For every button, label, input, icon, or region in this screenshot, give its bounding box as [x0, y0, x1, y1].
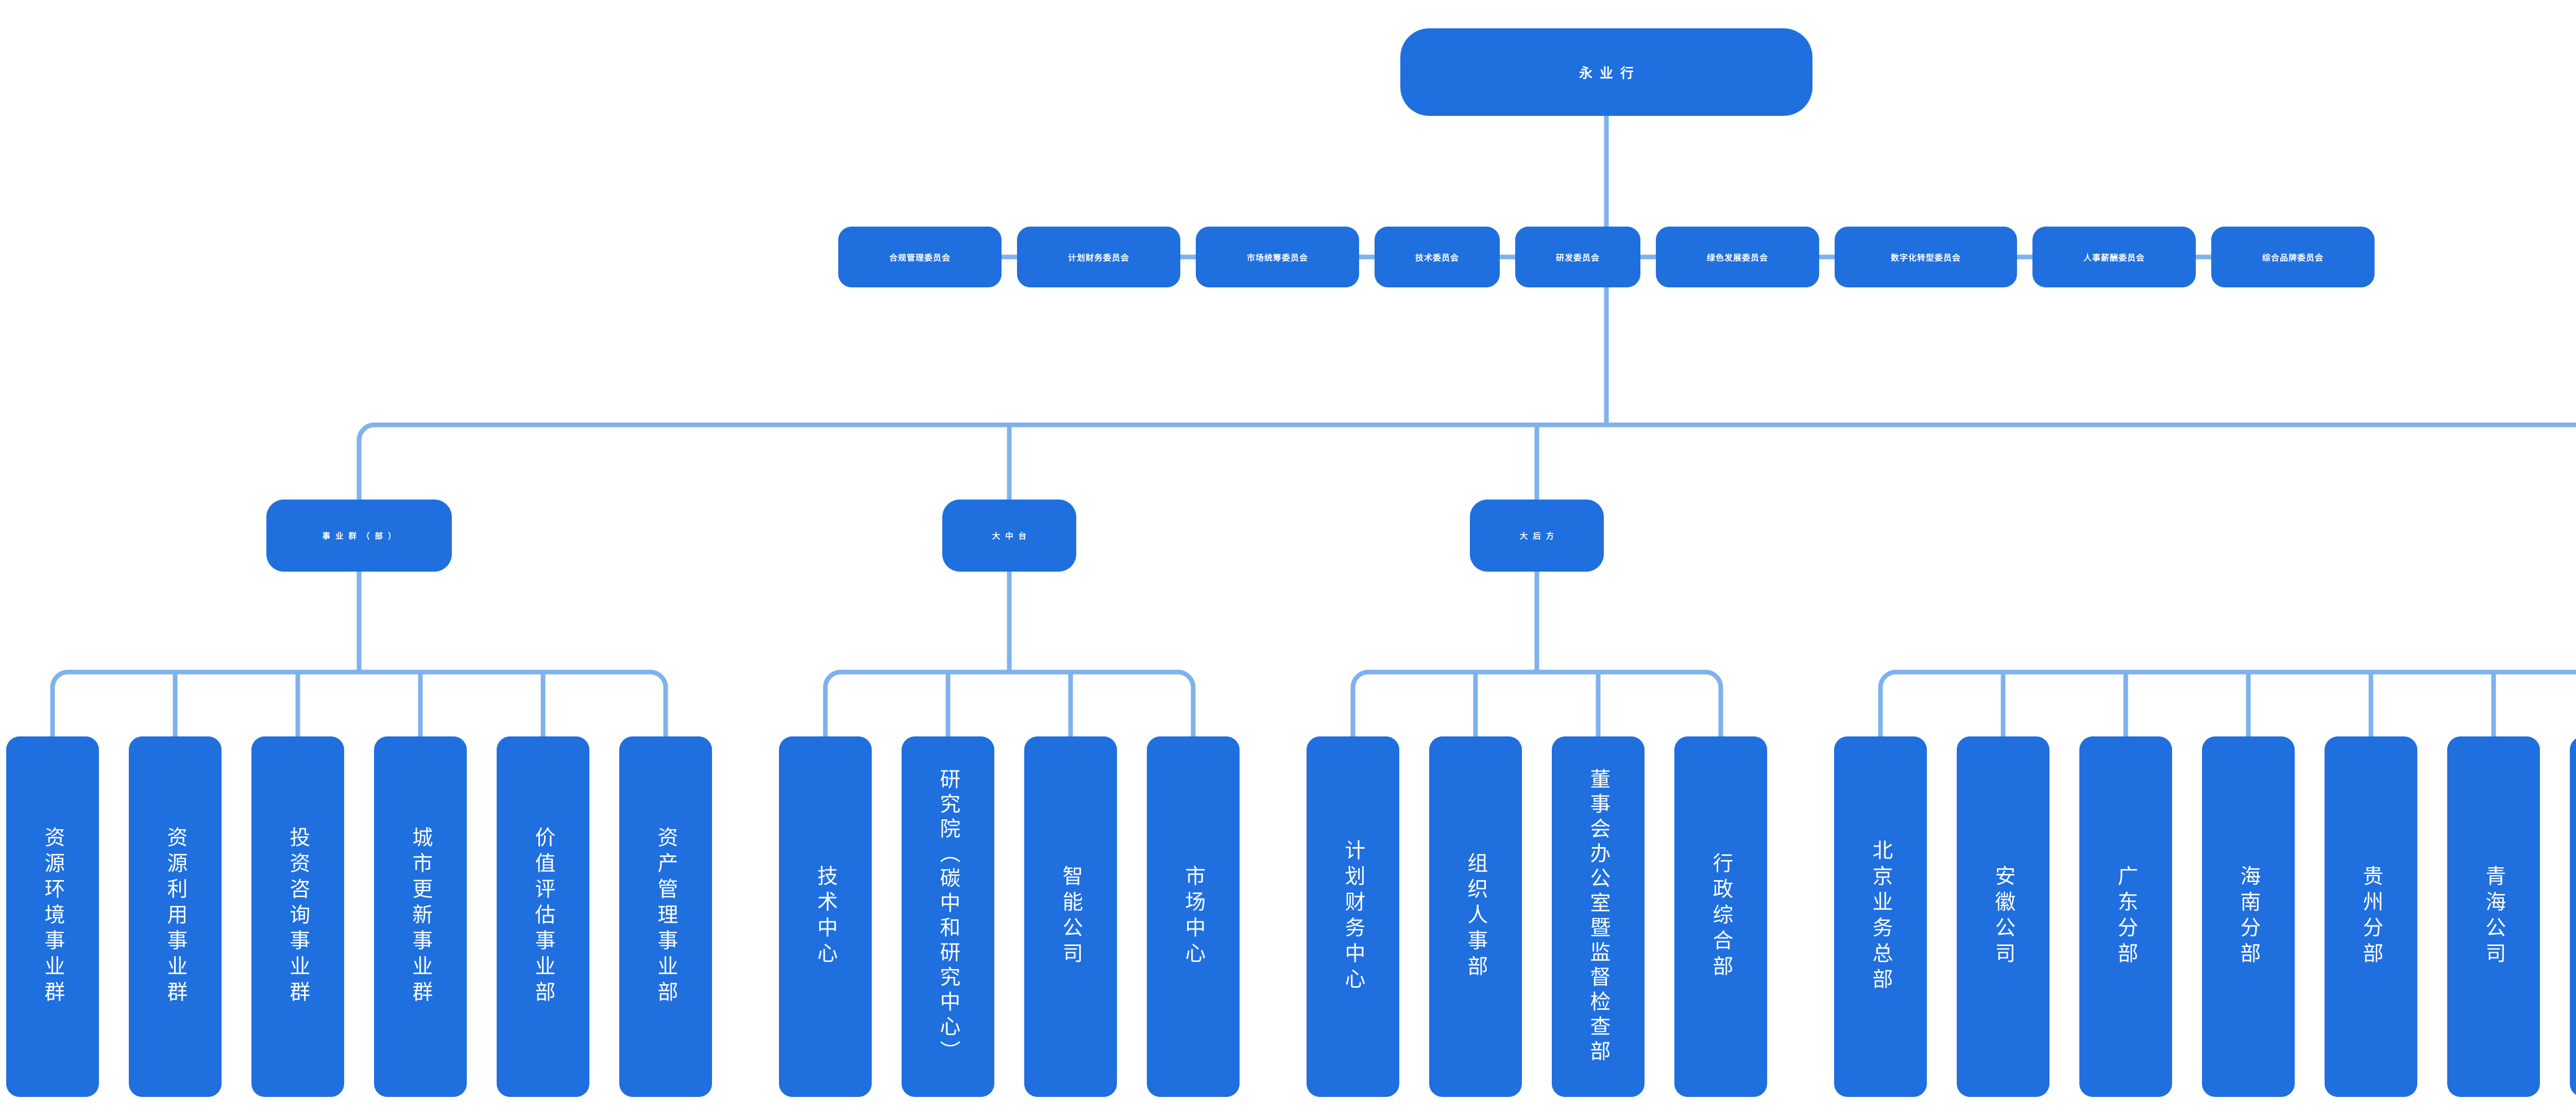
leaf-node-0-1[interactable]: 资源利用事业群 [129, 736, 222, 1097]
committee-node-0[interactable]: 合规管理委员会 [838, 227, 1002, 287]
leaf-node-1-2[interactable]: 智能公司 [1024, 736, 1117, 1097]
root-node[interactable]: 永业行 [1400, 28, 1812, 116]
group-node-2[interactable]: 大后方 [1470, 500, 1604, 572]
leaf-node-3-3[interactable]: 海南分部 [2202, 736, 2295, 1097]
committee-node-3[interactable]: 技术委员会 [1375, 227, 1500, 287]
leaf-node-0-0[interactable]: 资源环境事业群 [6, 736, 99, 1097]
leaf-node-2-1[interactable]: 组织人事部 [1429, 736, 1522, 1097]
leaf-node-1-3[interactable]: 市场中心 [1147, 736, 1240, 1097]
leaf-node-3-2[interactable]: 广东分部 [2079, 736, 2172, 1097]
committee-node-6[interactable]: 数字化转型委员会 [1835, 227, 2017, 287]
leaf-node-0-2[interactable]: 投资咨询事业群 [251, 736, 344, 1097]
leaf-node-3-0[interactable]: 北京业务总部 [1834, 736, 1927, 1097]
group-node-0[interactable]: 事业群（部） [266, 500, 452, 572]
committee-node-4[interactable]: 研发委员会 [1515, 227, 1640, 287]
leaf-node-3-1[interactable]: 安徽公司 [1957, 736, 2049, 1097]
committee-node-7[interactable]: 人事薪酬委员会 [2032, 227, 2196, 287]
group-node-1[interactable]: 大中台 [942, 500, 1076, 572]
leaf-node-2-0[interactable]: 计划财务中心 [1307, 736, 1399, 1097]
leaf-node-3-4[interactable]: 贵州分部 [2325, 736, 2417, 1097]
leaf-node-1-0[interactable]: 技术中心 [779, 736, 872, 1097]
leaf-node-0-5[interactable]: 资产管理事业部 [619, 736, 712, 1097]
leaf-node-1-1[interactable]: 研究院（碳中和研究中心） [902, 736, 994, 1097]
committee-node-1[interactable]: 计划财务委员会 [1017, 227, 1180, 287]
leaf-node-2-2[interactable]: 董事会办公室暨监督检查部 [1552, 736, 1645, 1097]
leaf-node-0-3[interactable]: 城市更新事业群 [374, 736, 467, 1097]
leaf-node-3-5[interactable]: 青海公司 [2447, 736, 2540, 1097]
committee-node-8[interactable]: 综合品牌委员会 [2211, 227, 2375, 287]
leaf-node-3-6[interactable]: 襄阳分部 [2570, 736, 2576, 1097]
committee-node-2[interactable]: 市场统筹委员会 [1196, 227, 1359, 287]
leaf-node-0-4[interactable]: 价值评估事业部 [497, 736, 589, 1097]
committee-node-5[interactable]: 绿色发展委员会 [1656, 227, 1819, 287]
leaf-node-2-3[interactable]: 行政综合部 [1674, 736, 1767, 1097]
